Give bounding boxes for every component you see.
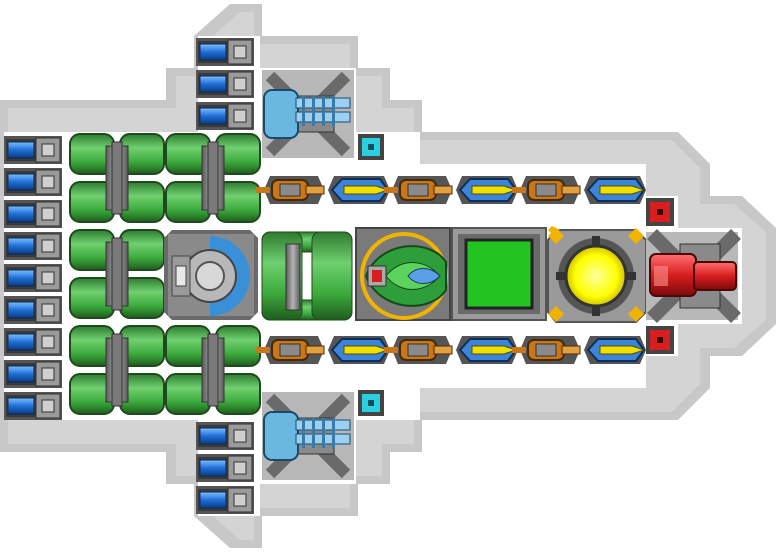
thruster-left-1[interactable] <box>4 136 62 164</box>
thruster-left-3[interactable] <box>4 200 62 228</box>
thruster-column-left <box>4 136 62 420</box>
point-defense-top[interactable] <box>262 70 354 158</box>
bottom-missile-1[interactable] <box>328 336 390 364</box>
point-defense-bottom[interactable] <box>262 392 354 480</box>
thruster-left-2[interactable] <box>4 168 62 196</box>
bottom-gun-1[interactable] <box>256 336 325 364</box>
fuel-tank-3[interactable] <box>69 229 165 319</box>
fuel-tank-1[interactable] <box>69 133 165 223</box>
main-cannon-module[interactable] <box>646 229 741 323</box>
thruster-cluster-top <box>196 38 254 130</box>
bottom-gun-3[interactable] <box>512 336 581 364</box>
thruster-left-5[interactable] <box>4 264 62 292</box>
thruster-top-2[interactable] <box>196 70 254 98</box>
bottom-gun-2[interactable] <box>384 336 453 364</box>
reactor-shield-ring <box>210 236 250 276</box>
top-gun-2[interactable] <box>384 176 453 204</box>
top-missile-2[interactable] <box>456 176 518 204</box>
thruster-top-1[interactable] <box>196 38 254 66</box>
thruster-left-7[interactable] <box>4 328 62 356</box>
weapon-row-bottom <box>256 336 646 364</box>
thruster-left-6[interactable] <box>4 296 62 324</box>
thruster-top-3[interactable] <box>196 102 254 130</box>
thruster-left-9[interactable] <box>4 392 62 420</box>
thruster-left-8[interactable] <box>4 360 62 388</box>
fuel-tank-grid <box>69 133 261 415</box>
sensor-red-bottom[interactable] <box>646 326 674 354</box>
top-gun-1[interactable] <box>256 176 325 204</box>
sensor-red-top[interactable] <box>646 198 674 226</box>
reactor-core-module[interactable] <box>164 230 258 320</box>
top-missile-3[interactable] <box>584 176 646 204</box>
fuel-tank-2[interactable] <box>165 133 261 223</box>
power-core-module[interactable] <box>547 226 647 323</box>
sensor-cyan-bottom[interactable] <box>358 390 384 416</box>
thruster-bottom-2[interactable] <box>196 454 254 482</box>
top-gun-3[interactable] <box>512 176 581 204</box>
thruster-left-4[interactable] <box>4 232 62 260</box>
fuel-tank-4[interactable] <box>69 325 165 415</box>
sensor-cyan-top[interactable] <box>358 134 384 160</box>
top-missile-1[interactable] <box>328 176 390 204</box>
weapon-row-top <box>256 176 646 204</box>
cockpit-module[interactable] <box>355 227 451 321</box>
fuel-tank-5[interactable] <box>165 325 261 415</box>
thruster-cluster-bottom <box>196 422 254 514</box>
shield-generator-module[interactable] <box>451 227 547 321</box>
bottom-missile-3[interactable] <box>584 336 646 364</box>
thruster-bottom-1[interactable] <box>196 422 254 450</box>
fuel-tank-mid <box>261 231 353 321</box>
bottom-missile-2[interactable] <box>456 336 518 364</box>
power-core-corner <box>548 228 564 244</box>
thruster-bottom-3[interactable] <box>196 486 254 514</box>
